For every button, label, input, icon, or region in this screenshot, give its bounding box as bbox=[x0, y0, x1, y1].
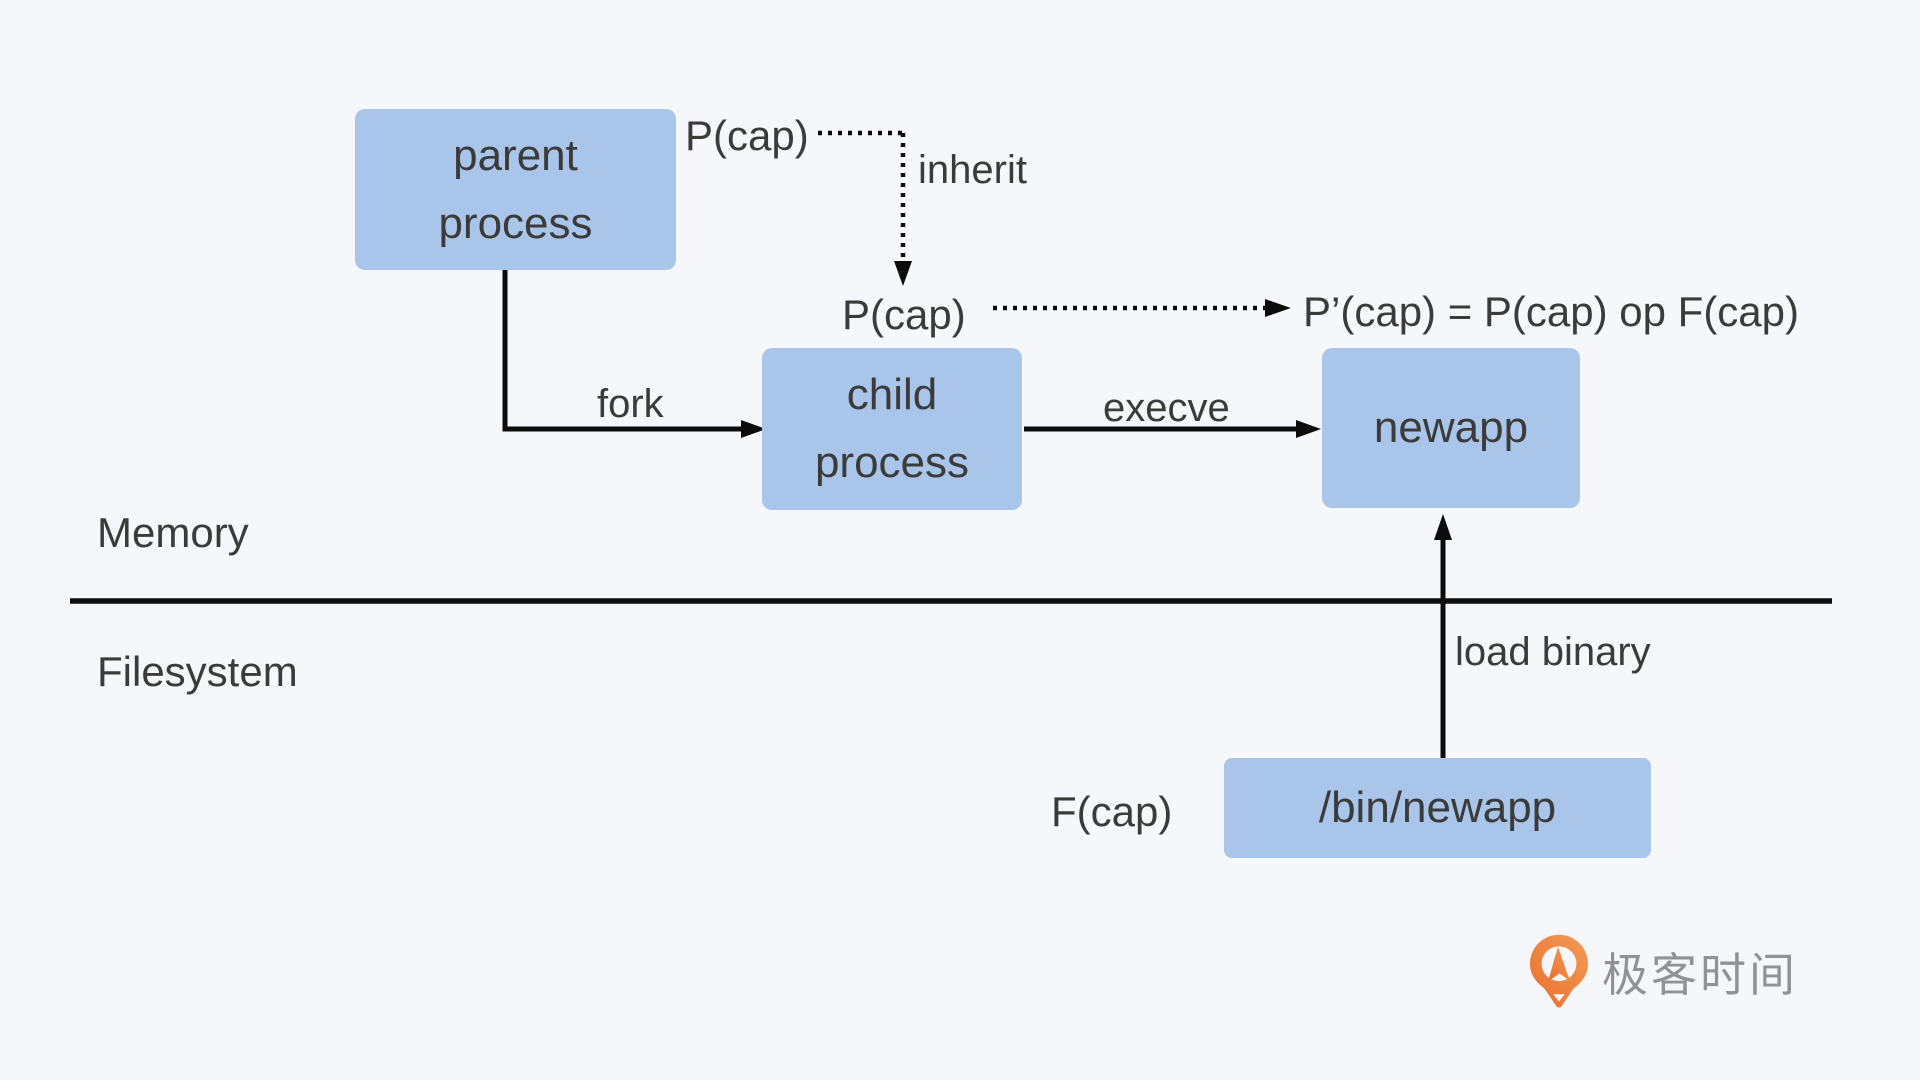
inherit-arrowhead bbox=[894, 261, 912, 286]
execve-label: execve bbox=[1103, 386, 1230, 430]
pcap-to-formula-arrowhead bbox=[1265, 299, 1291, 317]
filesystem-region-label: Filesystem bbox=[97, 648, 298, 695]
memory-region-label: Memory bbox=[97, 509, 249, 556]
pcap-child-label: P(cap) bbox=[842, 291, 966, 338]
node-bin-newapp: /bin/newapp bbox=[1224, 758, 1651, 858]
geektime-logo-icon bbox=[1530, 934, 1588, 1008]
fork-label: fork bbox=[597, 382, 664, 426]
node-child-process: child process bbox=[762, 348, 1022, 510]
node-parent-process-label: parent process bbox=[438, 130, 593, 248]
load-binary-arrowhead bbox=[1434, 514, 1452, 540]
inherit-label: inherit bbox=[918, 148, 1027, 192]
node-child-process-label: child process bbox=[814, 370, 970, 487]
node-parent-process: parent process bbox=[355, 109, 676, 270]
pcap-parent-label: P(cap) bbox=[685, 112, 809, 159]
node-bin-newapp-label: /bin/newapp bbox=[1318, 783, 1557, 832]
geektime-logo: 极客时间 bbox=[1530, 934, 1798, 1010]
geektime-logo-text: 极客时间 bbox=[1602, 949, 1798, 1001]
load-binary-label: load binary bbox=[1455, 630, 1651, 674]
node-newapp-label: newapp bbox=[1373, 403, 1529, 452]
fcap-label: F(cap) bbox=[1051, 788, 1173, 835]
capability-formula-label: P’(cap) = P(cap) op F(cap) bbox=[1303, 288, 1800, 335]
execve-arrowhead bbox=[1296, 420, 1321, 438]
node-newapp: newapp bbox=[1322, 348, 1580, 508]
